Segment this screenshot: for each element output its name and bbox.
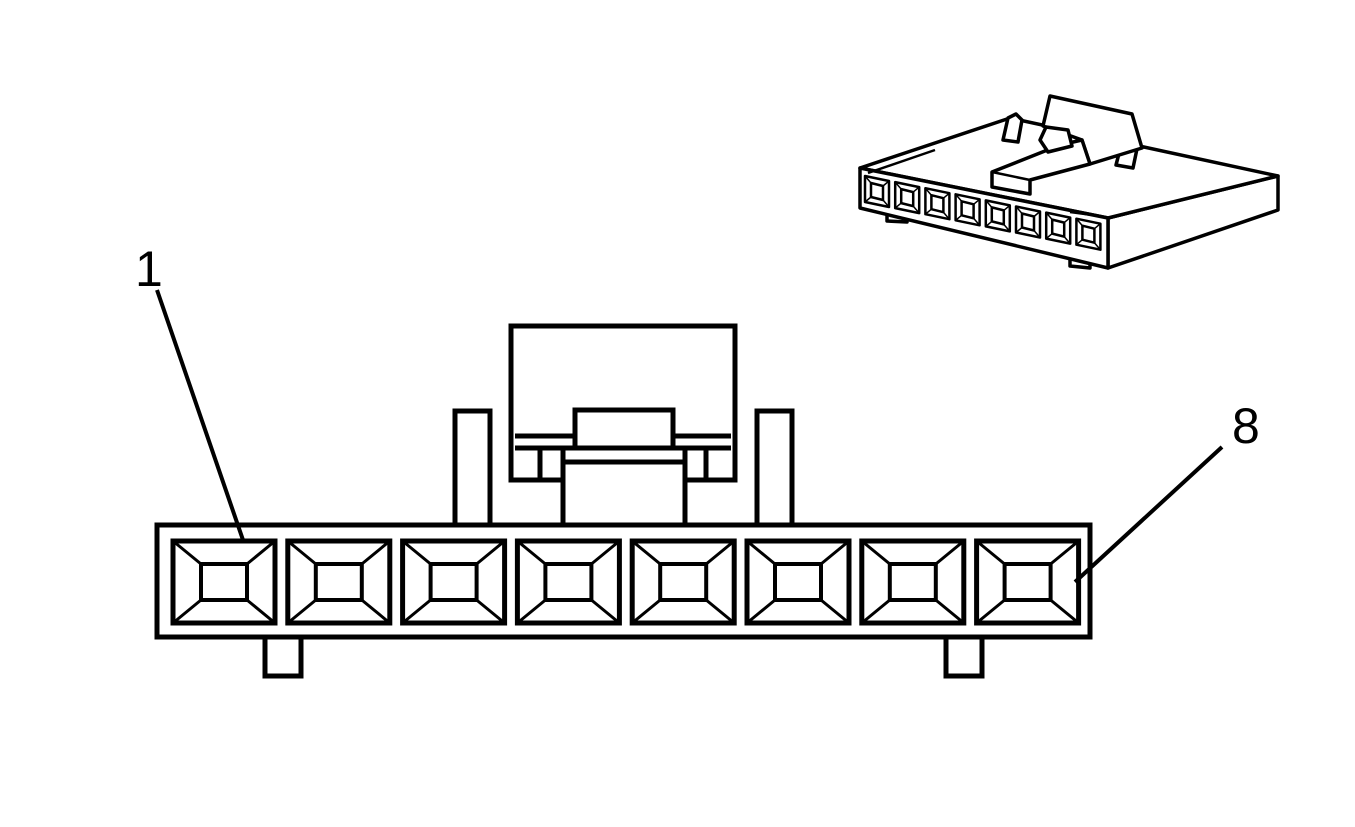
iso-pin-cavity-4 xyxy=(954,193,981,227)
pin-cavity-1 xyxy=(170,538,278,626)
pin-cavity-5 xyxy=(629,538,737,626)
leader-line-8 xyxy=(1073,445,1224,584)
right-post xyxy=(754,408,795,529)
leader-line-1 xyxy=(155,289,245,541)
iso-pin-cavity-6 xyxy=(1014,205,1042,239)
right-foot xyxy=(943,633,985,679)
iso-front-face xyxy=(858,166,1110,270)
iso-latch-button xyxy=(1038,125,1074,154)
callout-label-8: 8 xyxy=(1232,398,1260,454)
pin-cavities xyxy=(170,538,1082,626)
iso-pin-cavities xyxy=(863,174,1102,251)
iso-pin-cavity-1 xyxy=(863,174,891,209)
pin-cavity-6 xyxy=(744,538,852,626)
left-post xyxy=(452,408,493,529)
iso-pin-cavity-2 xyxy=(893,180,921,215)
callout-label-1: 1 xyxy=(135,241,163,297)
iso-pin-cavity-8 xyxy=(1075,217,1102,251)
connector-isometric-view xyxy=(858,94,1280,270)
locking-tab xyxy=(508,323,738,529)
left-foot xyxy=(262,633,304,679)
connector-end-view xyxy=(154,323,1093,679)
pin-cavity-4 xyxy=(514,538,622,626)
pin-cavity-2 xyxy=(285,538,393,626)
iso-pin-cavity-5 xyxy=(984,199,1012,233)
pin-cavity-8 xyxy=(974,538,1082,626)
pin-cavity-3 xyxy=(400,538,508,626)
iso-pin-cavity-3 xyxy=(924,186,951,221)
iso-post-left xyxy=(1001,112,1024,144)
callout-leaders xyxy=(155,289,1224,584)
pin-cavity-7 xyxy=(859,538,967,626)
iso-pin-cavity-7 xyxy=(1044,211,1072,245)
